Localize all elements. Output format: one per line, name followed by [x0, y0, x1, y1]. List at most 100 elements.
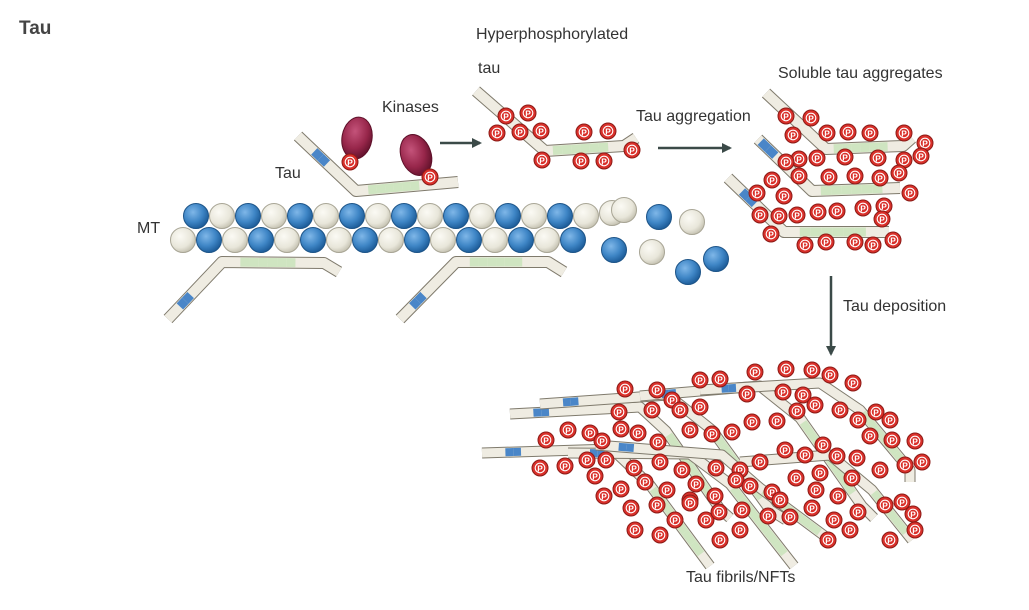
svg-text:P: P [587, 428, 593, 438]
svg-text:P: P [887, 415, 893, 425]
svg-text:P: P [622, 384, 628, 394]
repeat-domain [393, 182, 403, 193]
svg-text:P: P [616, 407, 622, 417]
repeat-domain [798, 515, 813, 529]
svg-text:P: P [687, 498, 693, 508]
tubulin-dimer-icon [352, 227, 378, 253]
repeat-domain [571, 144, 581, 154]
phosphate-group-icon: P [871, 169, 889, 187]
phosphate-group-icon: P [904, 505, 922, 523]
phosphate-group-icon: P [746, 363, 764, 381]
tubulin-dimer-icon [646, 204, 672, 230]
svg-text:P: P [677, 405, 683, 415]
repeat-domain [807, 522, 822, 536]
repeat-domain [665, 432, 680, 448]
svg-text:P: P [632, 525, 638, 535]
svg-text:P: P [802, 450, 808, 460]
svg-text:P: P [922, 138, 928, 148]
phosphate-group-icon: P [846, 233, 864, 251]
phosphate-group-icon: P [711, 370, 729, 388]
svg-text:P: P [837, 405, 843, 415]
svg-text:P: P [672, 515, 678, 525]
repeat-domain [730, 485, 745, 502]
phosphate-group-icon: P [777, 360, 795, 378]
phosphate-group-icon: P [622, 499, 640, 517]
repeat-domain [589, 143, 600, 153]
svg-text:P: P [717, 535, 723, 545]
phosphate-group-icon: P [796, 446, 814, 464]
svg-text:P: P [655, 437, 661, 447]
svg-text:P: P [618, 424, 624, 434]
svg-text:P: P [618, 484, 624, 494]
phosphate-group-icon: P [559, 421, 577, 439]
phosphate-group-icon: P [790, 150, 808, 168]
phosphate-group-icon: P [681, 421, 699, 439]
svg-text:P: P [899, 497, 905, 507]
repeat-domain [561, 144, 572, 155]
svg-text:P: P [835, 491, 841, 501]
phosphate-group-icon: P [869, 149, 887, 167]
phosphate-group-icon: P [777, 153, 795, 171]
repeat-domain [772, 540, 788, 557]
svg-text:P: P [635, 428, 641, 438]
svg-text:P: P [347, 157, 353, 167]
tubulin-dimer-icon [326, 227, 352, 253]
repeat-domain [755, 518, 771, 535]
repeat-domain [799, 420, 815, 437]
svg-text:P: P [716, 507, 722, 517]
phosphate-group-icon: P [864, 236, 882, 254]
phosphate-group-icon: P [687, 475, 705, 493]
svg-text:P: P [657, 457, 663, 467]
phosphate-group-icon: P [890, 164, 908, 182]
repeat-domain [866, 418, 879, 432]
phosphate-group-icon: P [671, 401, 689, 419]
phosphate-group-icon: P [848, 449, 866, 467]
tubulin-dimer-icon [287, 203, 313, 229]
phosphate-group-icon: P [881, 411, 899, 429]
phosphate-group-icon: P [790, 167, 808, 185]
svg-text:P: P [831, 515, 837, 525]
tubulin-dimer-icon [560, 227, 586, 253]
svg-text:P: P [599, 436, 605, 446]
svg-text:P: P [852, 237, 858, 247]
phosphate-group-icon: P [727, 471, 745, 489]
tubulin-dimer-icon [222, 227, 248, 253]
phosphate-group-icon: P [421, 168, 439, 186]
svg-text:P: P [919, 457, 925, 467]
svg-text:P: P [890, 235, 896, 245]
svg-text:P: P [814, 153, 820, 163]
svg-text:P: P [744, 389, 750, 399]
tau-deposition-label: Tau deposition [843, 298, 947, 315]
phosphate-group-icon: P [873, 210, 891, 228]
kinases-label: Kinases [382, 99, 439, 116]
svg-text:P: P [783, 111, 789, 121]
svg-text:P: P [809, 503, 815, 513]
tubulin-dimer-icon [495, 203, 521, 229]
phosphate-group-icon: P [770, 207, 788, 225]
repeat-domain [764, 529, 780, 546]
phosphate-group-icon: P [839, 123, 857, 141]
phosphate-group-icon: P [916, 134, 934, 152]
phosphate-group-icon: P [612, 420, 630, 438]
svg-text:P: P [817, 468, 823, 478]
tubulin-dimer-icon [391, 203, 417, 229]
phosphate-group-icon: P [818, 124, 836, 142]
svg-text:P: P [754, 188, 760, 198]
tubulin-dimer-icon [430, 227, 456, 253]
hyperphosphorylated-label: Hyperphosphorylated [476, 26, 629, 43]
svg-text:P: P [855, 507, 861, 517]
repeat-domain [552, 145, 563, 155]
phosphate-group-icon: P [691, 398, 709, 416]
phosphate-group-icon: P [658, 481, 676, 499]
phosphate-group-icon: P [575, 123, 593, 141]
phosphate-group-icon: P [593, 432, 611, 450]
phosphate-group-icon: P [751, 453, 769, 471]
svg-text:P: P [657, 530, 663, 540]
tubulin-dimer-icon [482, 227, 508, 253]
repeat-domain [719, 442, 734, 458]
phosphate-group-icon: P [788, 402, 806, 420]
svg-text:P: P [875, 153, 881, 163]
phosphate-group-icon: P [681, 494, 699, 512]
svg-text:P: P [815, 207, 821, 217]
svg-text:P: P [802, 240, 808, 250]
